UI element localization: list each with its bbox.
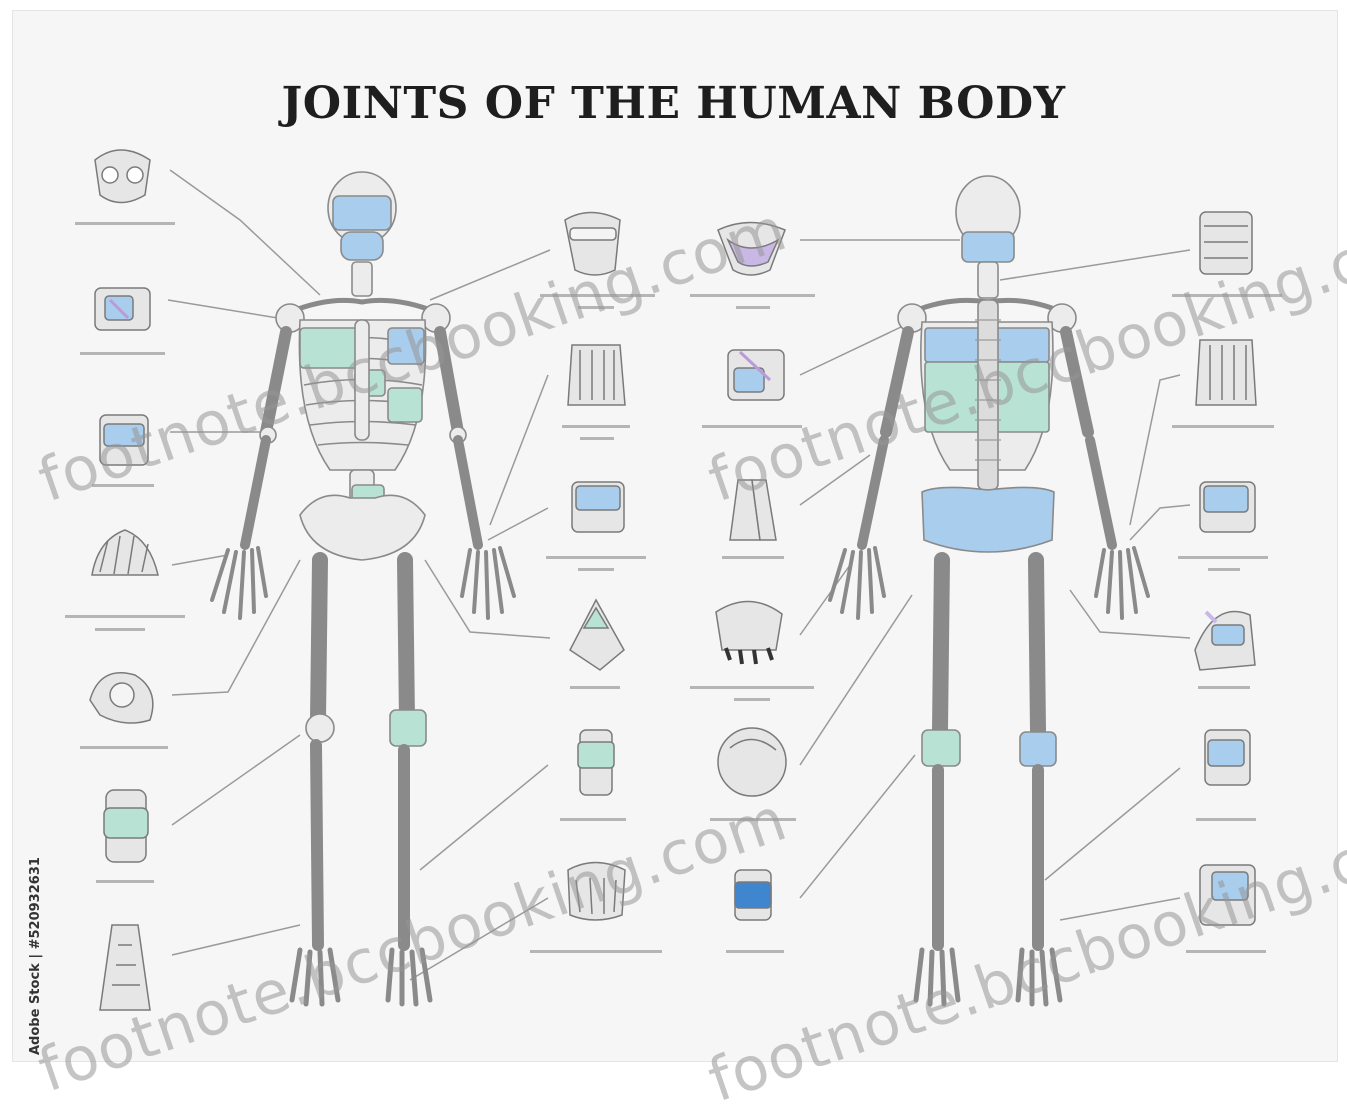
front-skeleton (212, 172, 514, 1004)
stock-credit: Adobe Stock | #520932631 (28, 857, 43, 1055)
knee-joint-icon (104, 790, 148, 862)
jaw-joint-icon (95, 150, 150, 203)
ankle-joint-icon (578, 730, 614, 795)
carpal-joint-icon (572, 482, 624, 532)
ball-socket-joint-icon (718, 728, 786, 796)
saddle-joint-icon (1200, 482, 1255, 532)
finger-joints-icon (716, 601, 782, 664)
poster: JOINTS OF THE HUMAN BODY footnote.bccboo… (0, 0, 1347, 1068)
ankle-bones-icon (1205, 730, 1250, 785)
foot-joint-icon (100, 925, 150, 1010)
page-title: JOINTS OF THE HUMAN BODY (0, 78, 1347, 129)
hinge-joint-icon (1195, 612, 1255, 670)
hand-joint-icon (92, 530, 158, 575)
back-skeleton (830, 176, 1148, 1004)
elbow-joint-icon (570, 600, 624, 670)
wrist-bones-icon (568, 345, 625, 405)
rib-joint-icon (728, 350, 784, 400)
shoulder-joint-icon (95, 288, 150, 330)
knee-ligament-icon (735, 870, 771, 920)
hip-joint-icon (90, 673, 153, 723)
